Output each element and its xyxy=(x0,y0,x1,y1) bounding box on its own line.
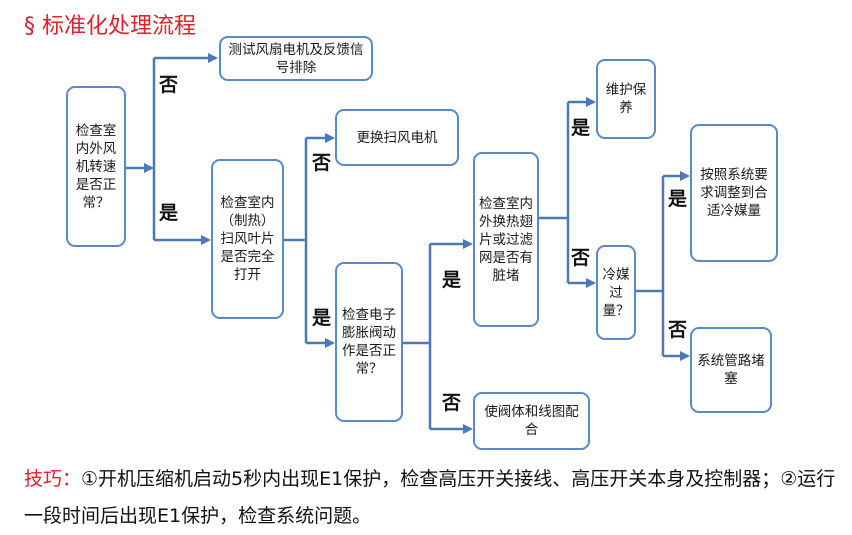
label-no-3: 否 xyxy=(442,392,462,414)
node-text: 测试风扇电机及反馈信号排除 xyxy=(228,41,364,76)
label-no-4: 否 xyxy=(571,247,591,269)
check-fan-speed-node: 检查室内外风机转速是否正常？ xyxy=(66,86,126,247)
label-yes-5: 是 xyxy=(668,188,688,210)
label-no-5: 否 xyxy=(668,319,688,341)
node-text: 检查电子膨胀阀动作是否正常？ xyxy=(342,307,396,377)
tip-paragraph: 技巧：①开机压缩机启动5秒内出现E1保护，检查高压开关接线、高压开关本身及控制器… xyxy=(24,461,839,535)
label-yes-2: 是 xyxy=(312,307,332,329)
replace-swing-motor-node: 更换扫风电机 xyxy=(335,109,459,166)
label-yes-4: 是 xyxy=(571,117,591,139)
node-text: 维护保养 xyxy=(605,82,647,116)
valve-coil-match-node: 使阀体和线图配合 xyxy=(473,392,590,450)
node-text: 检查室内外换热翅片或过滤网是否有脏堵 xyxy=(479,195,533,284)
label-yes-1: 是 xyxy=(159,202,179,224)
node-text: 检查室内外风机转速是否正常？ xyxy=(75,122,117,211)
label-yes-3: 是 xyxy=(442,269,462,291)
check-expansion-valve-node: 检查电子膨胀阀动作是否正常？ xyxy=(335,262,403,422)
label-no-2: 否 xyxy=(312,152,332,174)
tip-heading: 技巧： xyxy=(24,468,82,490)
refrigerant-excess-node: 冷媒过量？ xyxy=(596,245,636,340)
node-text: 冷媒过量？ xyxy=(602,266,630,319)
adjust-refrigerant-node: 按照系统要求调整到合适冷媒量 xyxy=(690,124,778,262)
check-louver-node: 检查室内（制热）扫风叶片是否完全打开 xyxy=(211,159,284,319)
test-fan-motor-node: 测试风扇电机及反馈信号排除 xyxy=(219,36,373,81)
node-text: 使阀体和线图配合 xyxy=(484,404,579,438)
label-no-1: 否 xyxy=(159,74,179,96)
node-text: 系统管路堵塞 xyxy=(697,353,765,387)
node-text: 按照系统要求调整到合适冷媒量 xyxy=(700,167,768,219)
maintenance-node: 维护保养 xyxy=(596,59,656,139)
node-text: 检查室内（制热）扫风叶片是否完全打开 xyxy=(220,195,275,283)
page-title: § 标准化处理流程 xyxy=(24,14,196,39)
check-heat-exchanger-node: 检查室内外换热翅片或过滤网是否有脏堵 xyxy=(473,152,539,327)
tip-body: ①开机压缩机启动5秒内出现E1保护，检查高压开关接线、高压开关本身及控制器；②运… xyxy=(24,468,836,527)
pipe-blockage-node: 系统管路堵塞 xyxy=(690,327,772,413)
node-text: 更换扫风电机 xyxy=(356,129,438,146)
